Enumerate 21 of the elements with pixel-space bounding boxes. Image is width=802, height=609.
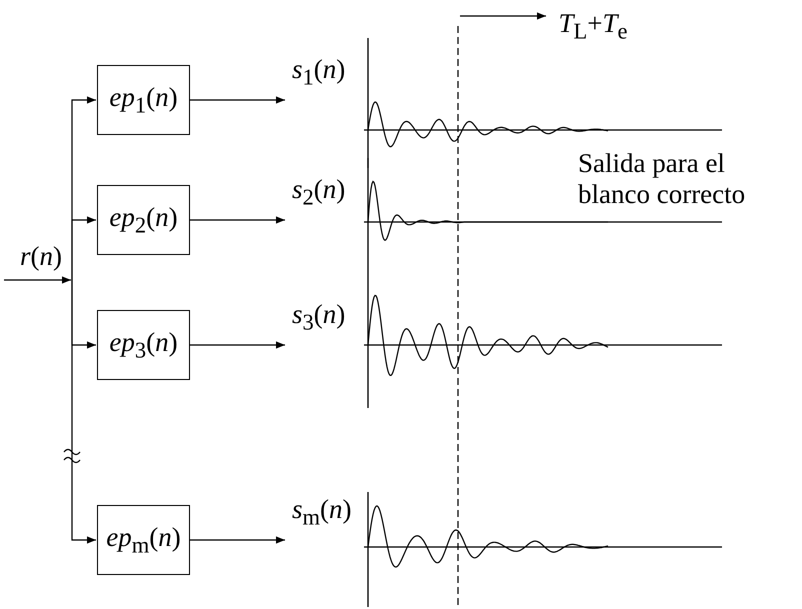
signal-label: T$_{L}$+T$_{e}$ — [548, 4, 638, 48]
annotation-text: Salida para el blanco correcto — [578, 148, 746, 210]
arrow — [190, 536, 285, 544]
arrow — [4, 276, 71, 284]
arrow — [190, 216, 285, 224]
waveform-drawing — [364, 283, 722, 408]
signal-label: r(n) — [12, 238, 70, 274]
arrow — [71, 280, 96, 544]
arrow — [460, 12, 546, 20]
arrow — [190, 341, 285, 349]
waveform-drawing — [364, 492, 722, 607]
arrow — [71, 216, 96, 280]
arrow — [190, 96, 285, 104]
block-label: ep$_{3}$(n) — [109, 326, 178, 364]
process-box — [97, 65, 190, 135]
block-label: ep$_{2}$(n) — [109, 202, 178, 238]
process-box — [97, 505, 190, 575]
process-box — [97, 185, 190, 255]
block-label: ep$_{m}$(n) — [106, 522, 181, 558]
process-box — [97, 310, 190, 380]
block-label: ep$_{1}$(n) — [109, 82, 178, 118]
